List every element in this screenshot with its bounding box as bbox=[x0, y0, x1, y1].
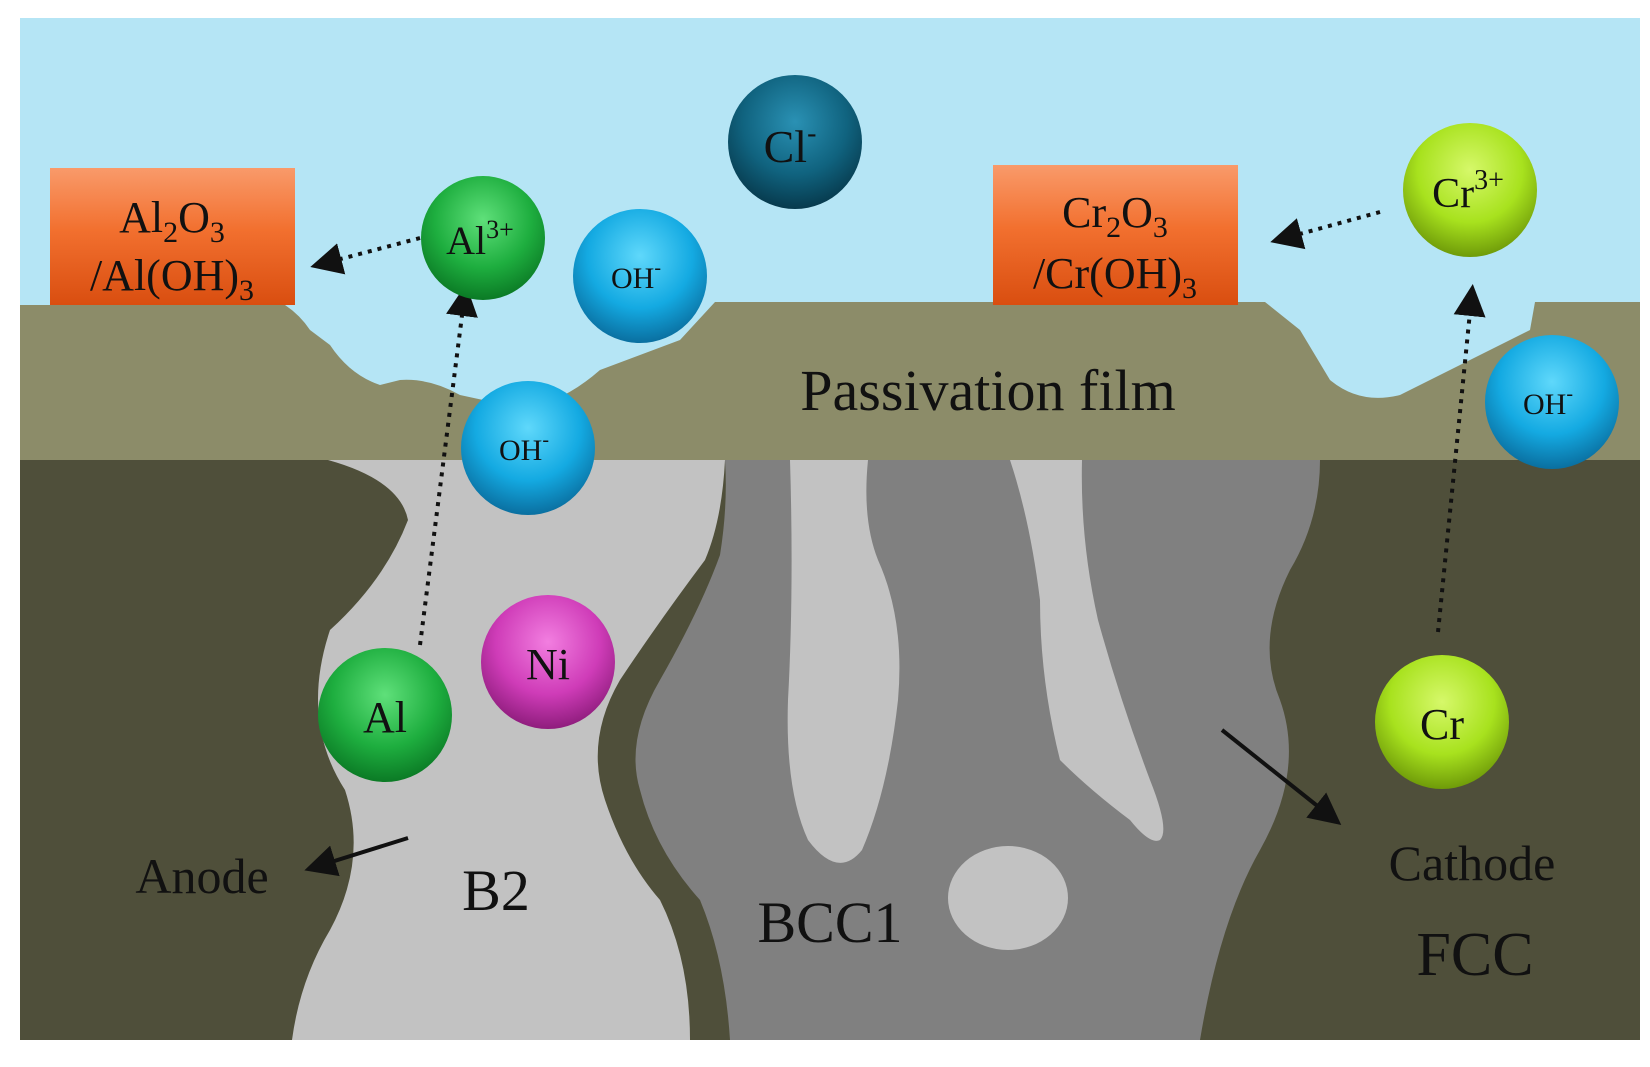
bcc1-phase bbox=[635, 460, 1320, 1040]
svg-text:Al3+: Al3+ bbox=[446, 215, 514, 263]
oh-ion-right: OH- bbox=[1485, 335, 1619, 469]
svg-text:OH-: OH- bbox=[1523, 383, 1573, 421]
cr-atom: Cr bbox=[1375, 655, 1509, 789]
cr-oxidation-arrow bbox=[1270, 210, 1381, 250]
oh-ion-upper: OH- bbox=[573, 209, 707, 343]
svg-text:Cr2O3: Cr2O3 bbox=[1062, 188, 1168, 244]
b2-finger-left bbox=[787, 460, 900, 863]
cathode-arrow bbox=[1220, 728, 1342, 825]
svg-text:Cr3+: Cr3+ bbox=[1432, 165, 1504, 217]
svg-text:OH-: OH- bbox=[499, 429, 549, 467]
ni-atom: Ni bbox=[481, 595, 615, 729]
oh-ion-lower: OH- bbox=[461, 381, 595, 515]
anode-arrow bbox=[304, 836, 409, 877]
svg-text:Cr: Cr bbox=[1420, 700, 1464, 749]
svg-text:Ni: Ni bbox=[526, 640, 570, 689]
al-oxide-box: Al2O3 /Al(OH)3 bbox=[50, 168, 295, 307]
cr-dissolution-arrow bbox=[1436, 284, 1486, 633]
al3-ion: Al3+ bbox=[421, 176, 545, 300]
bcc1-label: BCC1 bbox=[757, 890, 902, 955]
passivation-film bbox=[20, 302, 1640, 465]
cathode-label: Cathode bbox=[1389, 835, 1556, 891]
b2-label: B2 bbox=[462, 858, 530, 923]
al-oxidation-arrow bbox=[310, 236, 421, 275]
cr-oxide-box: Cr2O3 /Cr(OH)3 bbox=[993, 165, 1238, 305]
svg-text:OH-: OH- bbox=[611, 257, 661, 295]
cr3-ion: Cr3+ bbox=[1403, 123, 1537, 257]
svg-text:Al: Al bbox=[363, 693, 407, 742]
passivation-film-label: Passivation film bbox=[800, 358, 1175, 423]
svg-text:Al2O3: Al2O3 bbox=[119, 193, 225, 249]
fcc-label: FCC bbox=[1416, 921, 1533, 989]
b2-finger-right bbox=[1010, 460, 1164, 841]
b2-island bbox=[948, 846, 1068, 950]
svg-text:/Cr(OH)3: /Cr(OH)3 bbox=[1033, 249, 1197, 305]
svg-text:/Al(OH)3: /Al(OH)3 bbox=[90, 251, 254, 307]
al-atom: Al bbox=[318, 648, 452, 782]
svg-text:Cl-: Cl- bbox=[764, 118, 817, 172]
b2-phase bbox=[292, 460, 725, 1040]
anode-label: Anode bbox=[135, 848, 268, 904]
cl-ion: Cl- bbox=[728, 75, 862, 209]
